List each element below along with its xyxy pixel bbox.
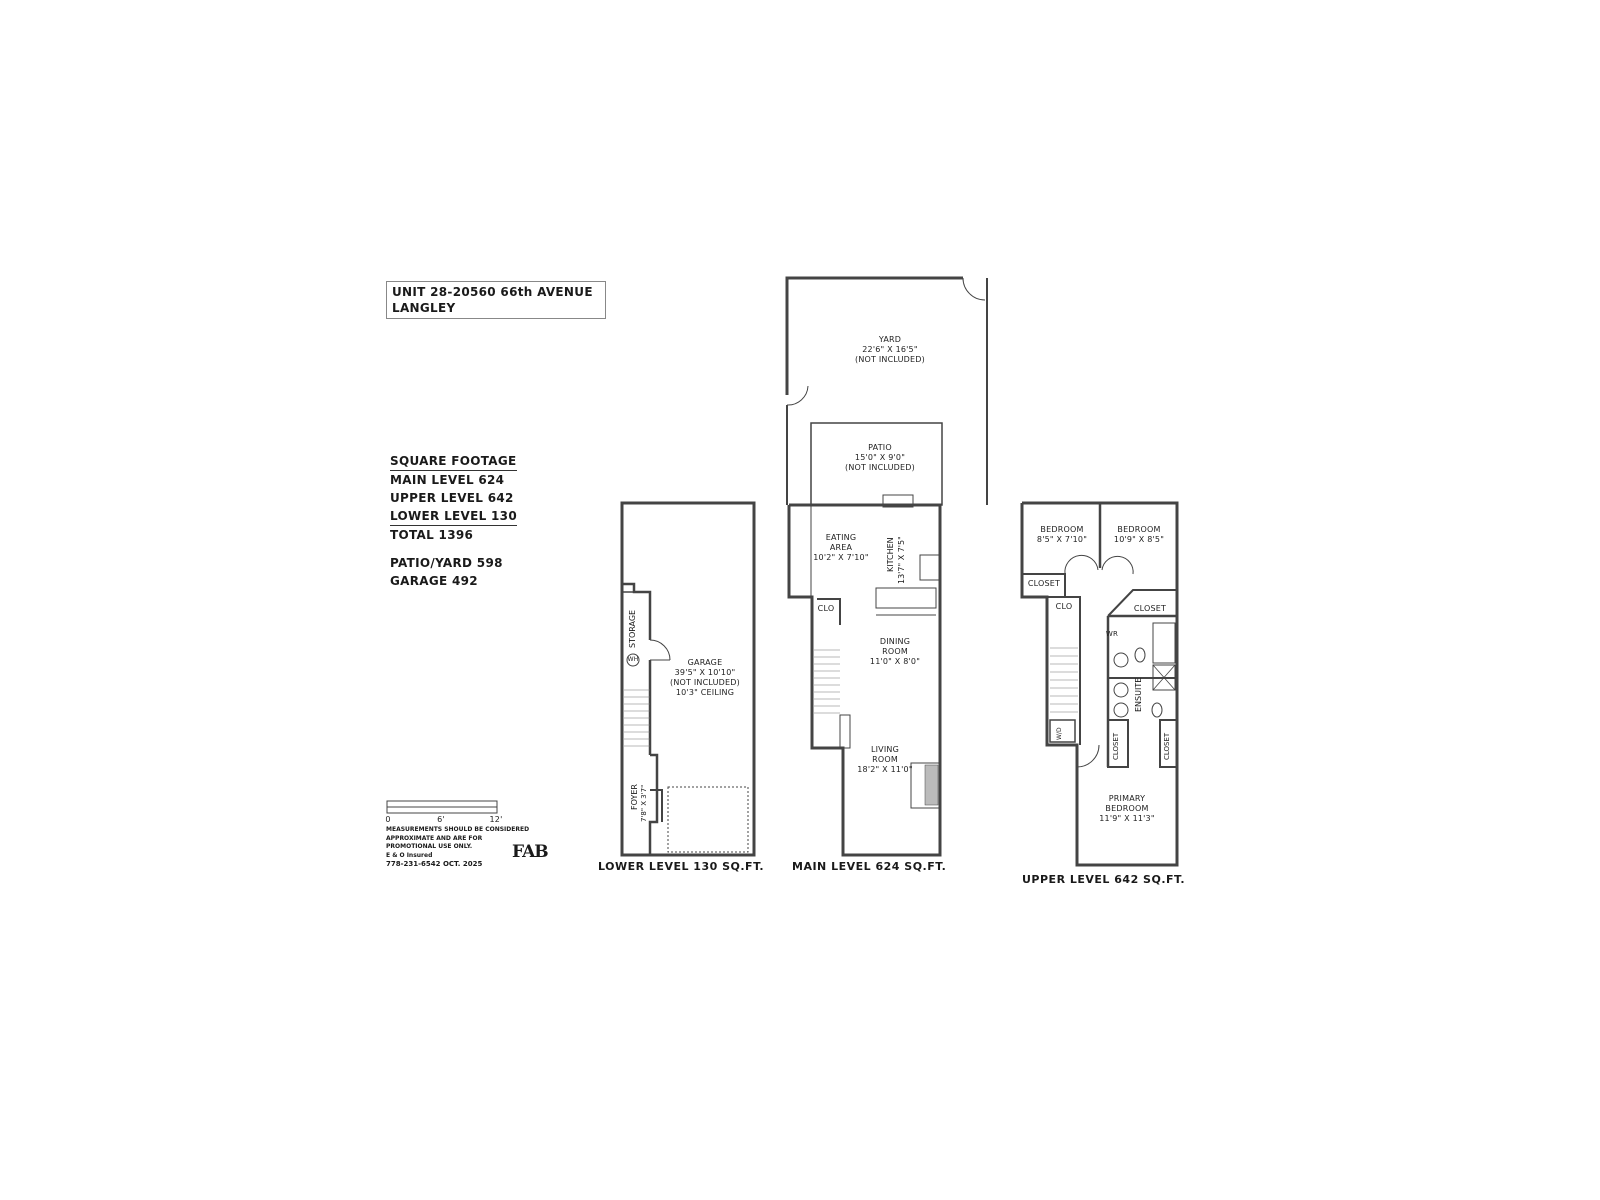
room-name: BEDROOM	[1105, 804, 1149, 813]
sqft-lower: LOWER LEVEL 130	[390, 507, 517, 526]
water-heater-label: WH	[627, 656, 639, 663]
room-dims: 22'6" X 16'5"	[862, 345, 918, 354]
room-bedroom-1: BEDROOM 8'5" X 7'10"	[1026, 525, 1098, 545]
room-dims: 10'9" X 8'5"	[1113, 535, 1165, 544]
address-title-box: UNIT 28-20560 66th AVENUE LANGLEY	[386, 281, 606, 319]
room-clo-upper: CLO	[1055, 602, 1073, 611]
room-wr: WR	[1105, 630, 1119, 638]
sqft-heading: SQUARE FOOTAGE	[390, 452, 517, 471]
room-note: (NOT INCLUDED)	[845, 463, 915, 472]
room-ceiling: 10'3" CEILING	[675, 688, 735, 697]
room-dims: 11'0" X 8'0"	[869, 657, 921, 666]
lower-level-caption: LOWER LEVEL 130 SQ.FT.	[598, 860, 765, 873]
room-patio: PATIO 15'0" X 9'0" (NOT INCLUDED)	[830, 443, 930, 473]
room-closet-3: CLOSET	[1112, 732, 1120, 760]
room-ensuite: ENSUITE	[1134, 677, 1143, 712]
room-name: GARAGE	[687, 658, 723, 667]
disclaimer-line: E & O Insured	[386, 851, 433, 859]
room-storage: STORAGE	[628, 609, 637, 648]
disclaimer: MEASUREMENTS SHOULD BE CONSIDERED APPROX…	[386, 826, 546, 869]
room-name: LIVING	[870, 745, 900, 754]
sqft-garage: GARAGE 492	[390, 574, 478, 588]
room-dining: DINING ROOM 11'0" X 8'0"	[855, 637, 935, 667]
scale-tick-12: 12'	[489, 815, 503, 824]
room-primary-bedroom: PRIMARY BEDROOM 11'9" X 11'3"	[1087, 794, 1167, 824]
room-name: ROOM	[882, 647, 908, 656]
square-footage-summary: SQUARE FOOTAGE MAIN LEVEL 624 UPPER LEVE…	[390, 452, 540, 590]
room-closet-2: CLOSET	[1133, 604, 1167, 613]
room-dims: 18'2" X 11'0"	[857, 765, 913, 774]
room-kitchen-dims: 13'7" X 7'5"	[897, 536, 906, 584]
upper-level-caption: UPPER LEVEL 642 SQ.FT.	[1022, 873, 1186, 886]
sqft-patio-yard: PATIO/YARD 598	[390, 556, 503, 570]
address-line-1: UNIT 28-20560 66th AVENUE	[392, 285, 593, 299]
garage-outline	[620, 501, 756, 857]
room-name: ROOM	[872, 755, 898, 764]
room-name: AREA	[829, 543, 853, 552]
room-name: PRIMARY	[1108, 794, 1146, 803]
scale-tick-6: 6'	[437, 815, 445, 824]
room-foyer: FOYER	[630, 784, 639, 810]
room-name: BEDROOM	[1040, 525, 1084, 534]
room-bedroom-2: BEDROOM 10'9" X 8'5"	[1103, 525, 1175, 545]
room-dims: 15'0" X 9'0"	[854, 453, 906, 462]
room-kitchen: KITCHEN	[886, 537, 895, 572]
room-dims: 39'5" X 10'10"	[674, 668, 736, 677]
fab-logo: FAB	[512, 842, 549, 862]
room-yard: YARD 22'6" X 16'5" (NOT INCLUDED)	[840, 335, 940, 365]
room-eating-area: EATING AREA 10'2" X 7'10"	[808, 533, 874, 563]
address-line-2: LANGLEY	[392, 301, 456, 315]
disclaimer-line: MEASUREMENTS SHOULD BE CONSIDERED	[386, 826, 530, 833]
disclaimer-line: PROMOTIONAL USE ONLY.	[386, 843, 473, 850]
room-dims: 11'9" X 11'3"	[1099, 814, 1155, 823]
room-name: YARD	[878, 335, 902, 344]
room-note: (NOT INCLUDED)	[670, 678, 740, 687]
sqft-main: MAIN LEVEL 624	[390, 473, 505, 487]
room-closet-4: CLOSET	[1163, 732, 1171, 760]
room-garage: GARAGE 39'5" X 10'10" (NOT INCLUDED) 10'…	[660, 658, 750, 698]
scale-tick-0: 0	[385, 815, 391, 824]
room-dims: 10'2" X 7'10"	[813, 553, 869, 562]
room-name: DINING	[879, 637, 911, 646]
room-name: PATIO	[868, 443, 892, 452]
room-name: EATING	[825, 533, 857, 542]
room-name: BEDROOM	[1117, 525, 1161, 534]
room-closet-1: CLOSET	[1027, 579, 1061, 588]
disclaimer-line: APPROXIMATE AND ARE FOR	[386, 834, 483, 842]
room-note: (NOT INCLUDED)	[855, 355, 925, 364]
room-clo-main: CLO	[817, 604, 835, 613]
room-dims: 8'5" X 7'10"	[1036, 535, 1088, 544]
room-living: LIVING ROOM 18'2" X 11'0"	[845, 745, 925, 775]
room-foyer-dims: 7'8" X 3'7"	[640, 784, 648, 822]
main-level-caption: MAIN LEVEL 624 SQ.FT.	[792, 860, 947, 873]
washer-dryer-label: W/D	[1056, 727, 1063, 740]
sqft-total: TOTAL 1396	[390, 528, 474, 542]
sqft-upper: UPPER LEVEL 642	[390, 491, 514, 505]
disclaimer-line: 778-231-6542 OCT. 2025	[386, 860, 483, 868]
